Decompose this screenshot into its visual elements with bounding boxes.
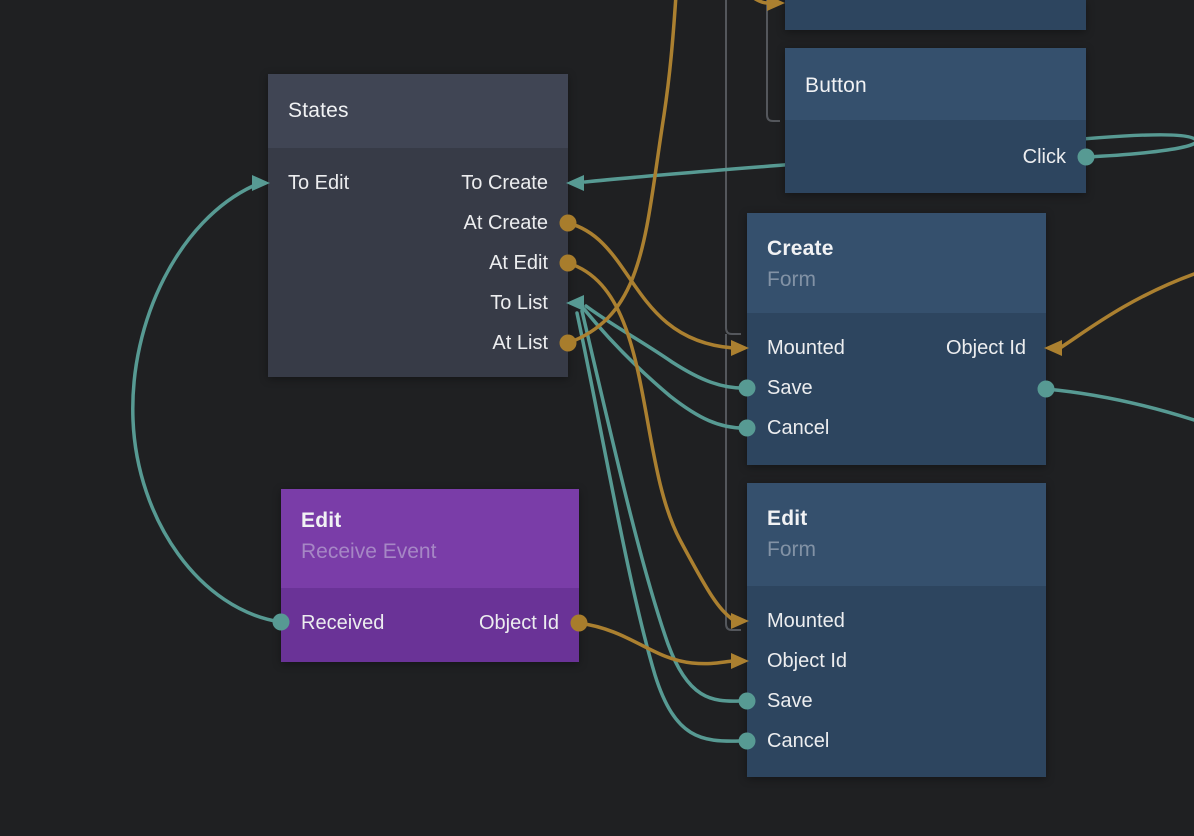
- node-header: Edit Receive Event: [281, 489, 579, 588]
- node-header: Edit Form: [747, 483, 1046, 586]
- wire-receiveobjectid-to-editobjectid[interactable]: [577, 621, 735, 666]
- port-received[interactable]: Received: [301, 611, 385, 634]
- node-title: Button: [805, 74, 867, 97]
- wire-createsave-to-tolist[interactable]: [584, 304, 749, 390]
- wire-atedit-to-editmounted[interactable]: [566, 261, 735, 622]
- port-to-list[interactable]: To List: [490, 291, 548, 314]
- gray-wire-to-edit-mounted[interactable]: [725, 334, 741, 631]
- node-body: Received Object Id: [281, 588, 579, 662]
- port-arrow-to-list[interactable]: [566, 295, 584, 311]
- port-at-list[interactable]: At List: [492, 331, 548, 354]
- wire-atcreate-to-createmounted[interactable]: [566, 221, 735, 350]
- wire-right-to-createobjectid[interactable]: [1058, 272, 1194, 350]
- node-subtitle: Form: [767, 538, 816, 561]
- gray-wire-to-button[interactable]: [766, 0, 780, 122]
- port-to-edit[interactable]: To Edit: [288, 171, 350, 194]
- node-edit-form[interactable]: Edit Form Mounted Object Id Save Cancel: [747, 483, 1046, 777]
- node-header: States: [268, 74, 568, 148]
- node-body: Mounted Object Id Save Cancel: [747, 586, 1046, 777]
- node-subtitle: Form: [767, 268, 816, 291]
- wire-top-to-partialnode[interactable]: [748, 0, 769, 5]
- port-arrow-top-partial[interactable]: [767, 0, 785, 11]
- node-header: Create Form: [747, 213, 1046, 313]
- gray-wire-to-create-mounted[interactable]: [725, 0, 741, 335]
- port-click[interactable]: Click: [1022, 145, 1066, 168]
- node-subtitle: Receive Event: [301, 540, 437, 563]
- node-body: To Edit To Create At Create At Edit To L…: [268, 148, 568, 377]
- node-button[interactable]: Button Click: [785, 48, 1086, 193]
- node-body: Click: [785, 120, 1086, 193]
- port-to-create[interactable]: To Create: [461, 171, 548, 194]
- node-create-form[interactable]: Create Form Mounted Object Id Save Cance…: [747, 213, 1046, 465]
- port-cancel[interactable]: Cancel: [767, 416, 830, 439]
- wire-editsave-to-tolist[interactable]: [580, 309, 742, 703]
- port-mounted[interactable]: Mounted: [767, 609, 845, 632]
- port-object-id[interactable]: Object Id: [767, 649, 848, 672]
- port-save[interactable]: Save: [767, 376, 813, 399]
- port-cancel[interactable]: Cancel: [767, 729, 830, 752]
- node-partial-top[interactable]: [785, 0, 1086, 30]
- port-arrow-to-create[interactable]: [566, 175, 584, 191]
- port-arrow-create-object-id[interactable]: [1044, 340, 1062, 356]
- port-mounted[interactable]: Mounted: [767, 336, 845, 359]
- wire-createout-to-right[interactable]: [1044, 387, 1194, 422]
- node-header: Button: [785, 48, 1086, 120]
- wire-atlist-to-top[interactable]: [566, 0, 678, 345]
- port-at-create[interactable]: At Create: [463, 211, 548, 234]
- node-body: Mounted Object Id Save Cancel: [747, 313, 1046, 465]
- node-title: Edit: [301, 509, 342, 532]
- node-title: Edit: [767, 507, 808, 530]
- wire-editcancel-to-tolist[interactable]: [575, 311, 742, 743]
- wire-received-to-toedit[interactable]: [131, 184, 283, 624]
- port-object-id[interactable]: Object Id: [945, 336, 1026, 359]
- port-save[interactable]: Save: [767, 689, 813, 712]
- wire-createcancel-to-tolist[interactable]: [582, 307, 749, 430]
- port-at-edit[interactable]: At Edit: [489, 251, 548, 274]
- node-title: Create: [767, 237, 834, 260]
- node-edit-receive-event[interactable]: Edit Receive Event Received Object Id: [281, 489, 579, 662]
- node-title: States: [288, 99, 349, 122]
- node-states[interactable]: States To Edit To Create At Create At Ed…: [268, 74, 568, 377]
- port-object-id[interactable]: Object Id: [478, 611, 559, 634]
